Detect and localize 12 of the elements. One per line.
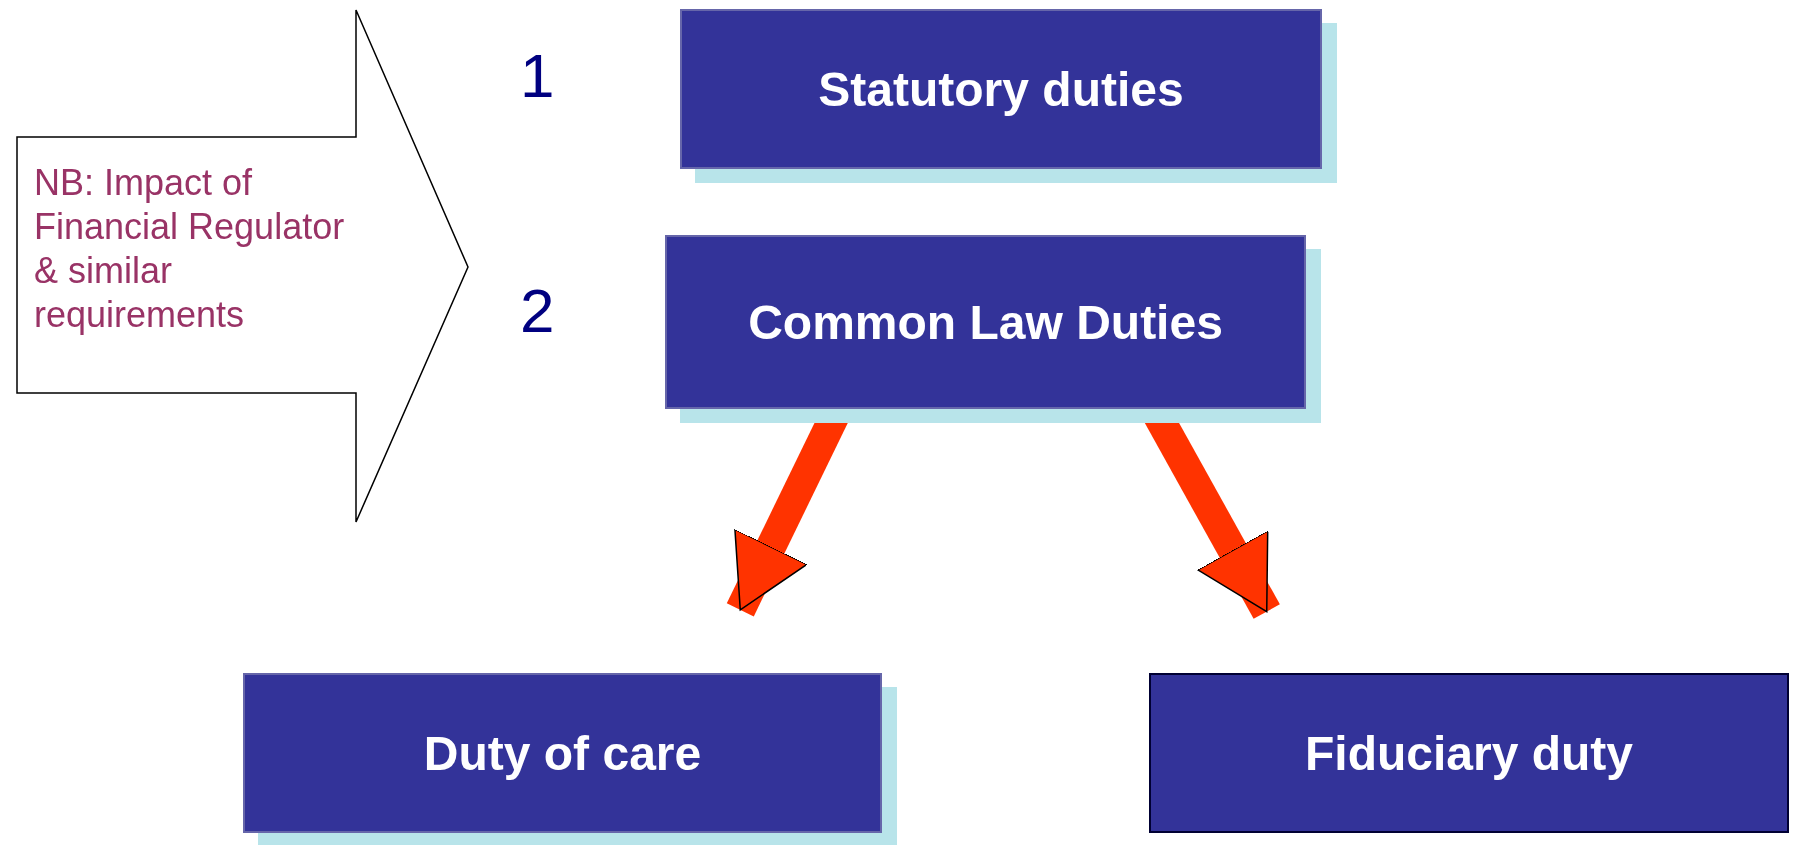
process-box — [665, 235, 1306, 409]
process-box — [243, 673, 882, 833]
process-box — [1149, 673, 1789, 833]
block-arrow — [16, 9, 470, 524]
note-text: NB: Impact of Financial Regulator & similar requirements — [34, 161, 346, 337]
step-number: 1 — [520, 40, 555, 111]
process-box — [680, 9, 1322, 169]
box-title: Fiduciary duty — [1304, 725, 1634, 781]
step-number: 2 — [520, 275, 555, 346]
box-title: Statutory duties — [818, 61, 1184, 117]
box-title: Duty of care — [423, 725, 702, 781]
box-title: Common Law Duties — [748, 294, 1223, 350]
